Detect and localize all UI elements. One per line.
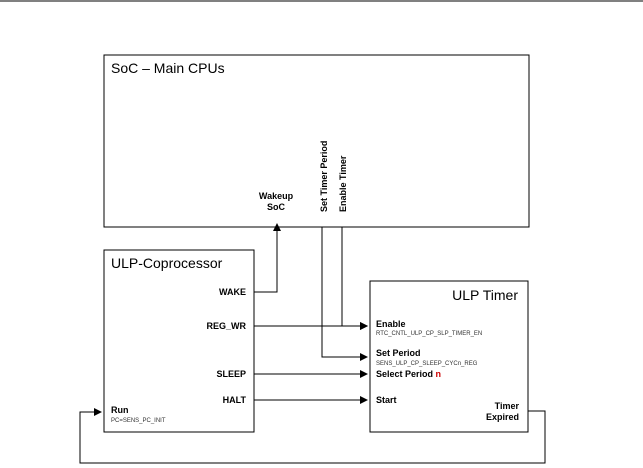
soc-box: [103, 54, 530, 228]
select-period-input-label: Select Period n: [376, 369, 441, 379]
set-period-input-sublabel: SENS_ULP_CP_SLEEP_CYCn_REG: [376, 361, 478, 367]
wakeup-arrow: [254, 223, 281, 293]
enable-timer-label: Enable Timer: [338, 155, 348, 212]
timer-expired-label-line1: Timer: [495, 401, 520, 411]
set-period-input-label: Set Period: [376, 348, 421, 358]
run-sublabel: PC=SENS_PC_INIT: [111, 418, 166, 424]
select-period-n: n: [436, 369, 442, 379]
run-label: Run: [111, 405, 129, 415]
ulp-coprocessor-title: ULP-Coprocessor: [111, 255, 223, 271]
ulp-timer-title: ULP Timer: [452, 287, 518, 303]
wakeup-label-line2: SoC: [267, 202, 286, 212]
start-input-label: Start: [376, 395, 397, 405]
ulp-timer-box: [369, 280, 529, 433]
reg-wr-signal-label: REG_WR: [206, 321, 246, 331]
set-timer-period-arrow: [321, 227, 368, 361]
soc-title: SoC – Main CPUs: [111, 60, 225, 76]
sleep-signal-label: SLEEP: [216, 369, 246, 379]
wake-signal-label: WAKE: [219, 287, 246, 297]
halt-signal-label: HALT: [223, 395, 247, 405]
enable-input-sublabel: RTC_CNTL_ULP_CP_SLP_TIMER_EN: [376, 331, 482, 337]
wakeup-label-line1: Wakeup: [259, 191, 294, 201]
timer-expired-label-line2: Expired: [486, 412, 519, 422]
timer-expired-loop-arrow: [79, 408, 546, 464]
enable-input-label: Enable: [376, 319, 406, 329]
enable-timer-arrow: [341, 227, 368, 330]
ulp-coprocessor-box: [103, 249, 255, 433]
set-timer-period-label: Set Timer Period: [319, 141, 329, 212]
